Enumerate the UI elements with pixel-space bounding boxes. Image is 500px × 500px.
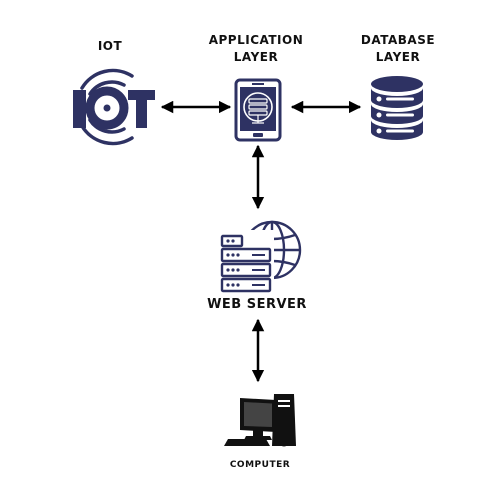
- iot-logo-icon: [73, 68, 155, 146]
- application-layer-label: APPLICATION LAYER: [208, 33, 304, 64]
- database-layer-label: DATABASE LAYER: [360, 33, 436, 64]
- mobile-app-icon: [234, 78, 282, 142]
- web-server-label: WEB SERVER: [207, 297, 307, 312]
- iot-label: IOT: [97, 39, 123, 53]
- server-globe-icon: [218, 220, 302, 293]
- computer-label: COMPUTER: [229, 460, 291, 470]
- desktop-computer-icon: [224, 394, 296, 447]
- database-icon: [371, 76, 423, 140]
